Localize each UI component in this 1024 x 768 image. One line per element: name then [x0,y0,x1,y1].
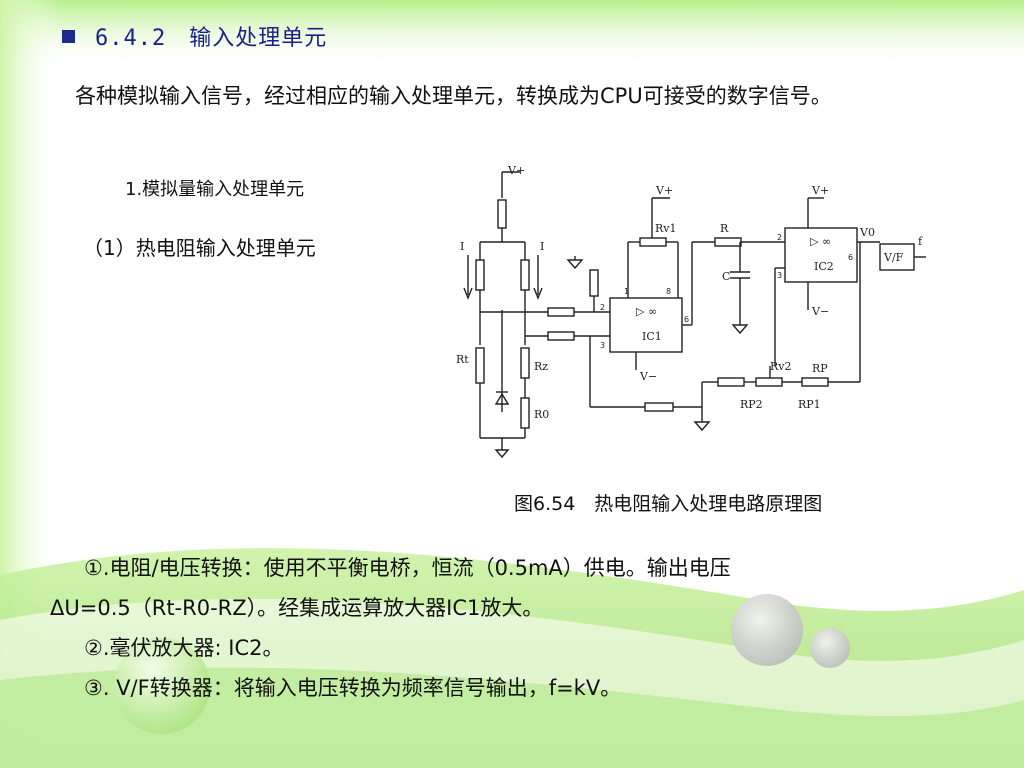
label-rp2: RP2 [740,398,763,411]
label-rv1: Rv1 [655,222,677,235]
intro-paragraph: 各种模拟输入信号，经过相应的输入处理单元，转换成为CPU可接受的数字信号。 [75,84,832,108]
label-ic1: IC1 [642,330,662,343]
label-c: C [722,270,730,283]
label-rz: Rz [534,360,548,373]
label-ic2: IC2 [814,260,834,273]
section-title-text: 6.4.2 输入处理单元 [95,26,328,51]
subsection-subheading: （1）热电阻输入处理单元 [83,236,316,260]
figure-caption: 图6.54 热电阻输入处理电路原理图 [514,493,823,515]
pin-8-ic1: 8 [666,287,671,296]
label-vf: V/F [883,251,904,264]
label-f: f [918,235,923,248]
label-rp: RP [812,362,828,375]
pin-1-ic1: 1 [624,287,629,296]
label-vminus-2: V− [811,305,829,318]
label-vplus-3: V+ [811,184,829,197]
list-item: ΔU=0.5（Rt-R0-RZ）。经集成运算放大器IC1放大。 [50,596,544,620]
label-rt: Rt [456,353,469,366]
square-bullet-icon [62,30,75,43]
pin-6-ic2: 6 [848,253,853,262]
circuit-diagram: V+ V+ V+ V− V− I I Rt Rz R0 Rv1 R C Rv2 … [456,164,926,459]
list-item: ①.电阻/电压转换：使用不平衡电桥，恒流（0.5mA）供电。输出电压 [84,556,731,580]
label-vplus-1: V+ [507,164,525,177]
label-r: R [720,222,729,235]
label-opamp-2: ▷ ∞ [810,235,831,248]
label-vminus-1: V− [639,370,657,383]
label-i-left: I [460,240,464,253]
pin-6-ic1: 6 [684,315,689,324]
label-vplus-2: V+ [655,184,673,197]
pin-2-ic1: 2 [600,303,605,312]
label-rv2: Rv2 [770,360,792,373]
label-i-right: I [540,240,544,253]
pin-3-ic2: 3 [777,271,782,280]
label-v0: V0 [859,226,875,239]
label-r0: R0 [534,408,549,421]
list-item: ②.毫伏放大器: IC2。 [84,636,284,660]
section-title: 6.4.2 输入处理单元 [62,20,327,52]
label-rp1: RP1 [798,398,821,411]
pin-3-ic1: 3 [600,341,605,350]
label-opamp-1: ▷ ∞ [636,305,657,318]
list-item: ③. V/F转换器：将输入电压转换为频率信号输出，f=kV。 [84,676,622,700]
pin-2-ic2: 2 [777,233,782,242]
subsection-heading: 1.模拟量输入处理单元 [125,179,305,200]
